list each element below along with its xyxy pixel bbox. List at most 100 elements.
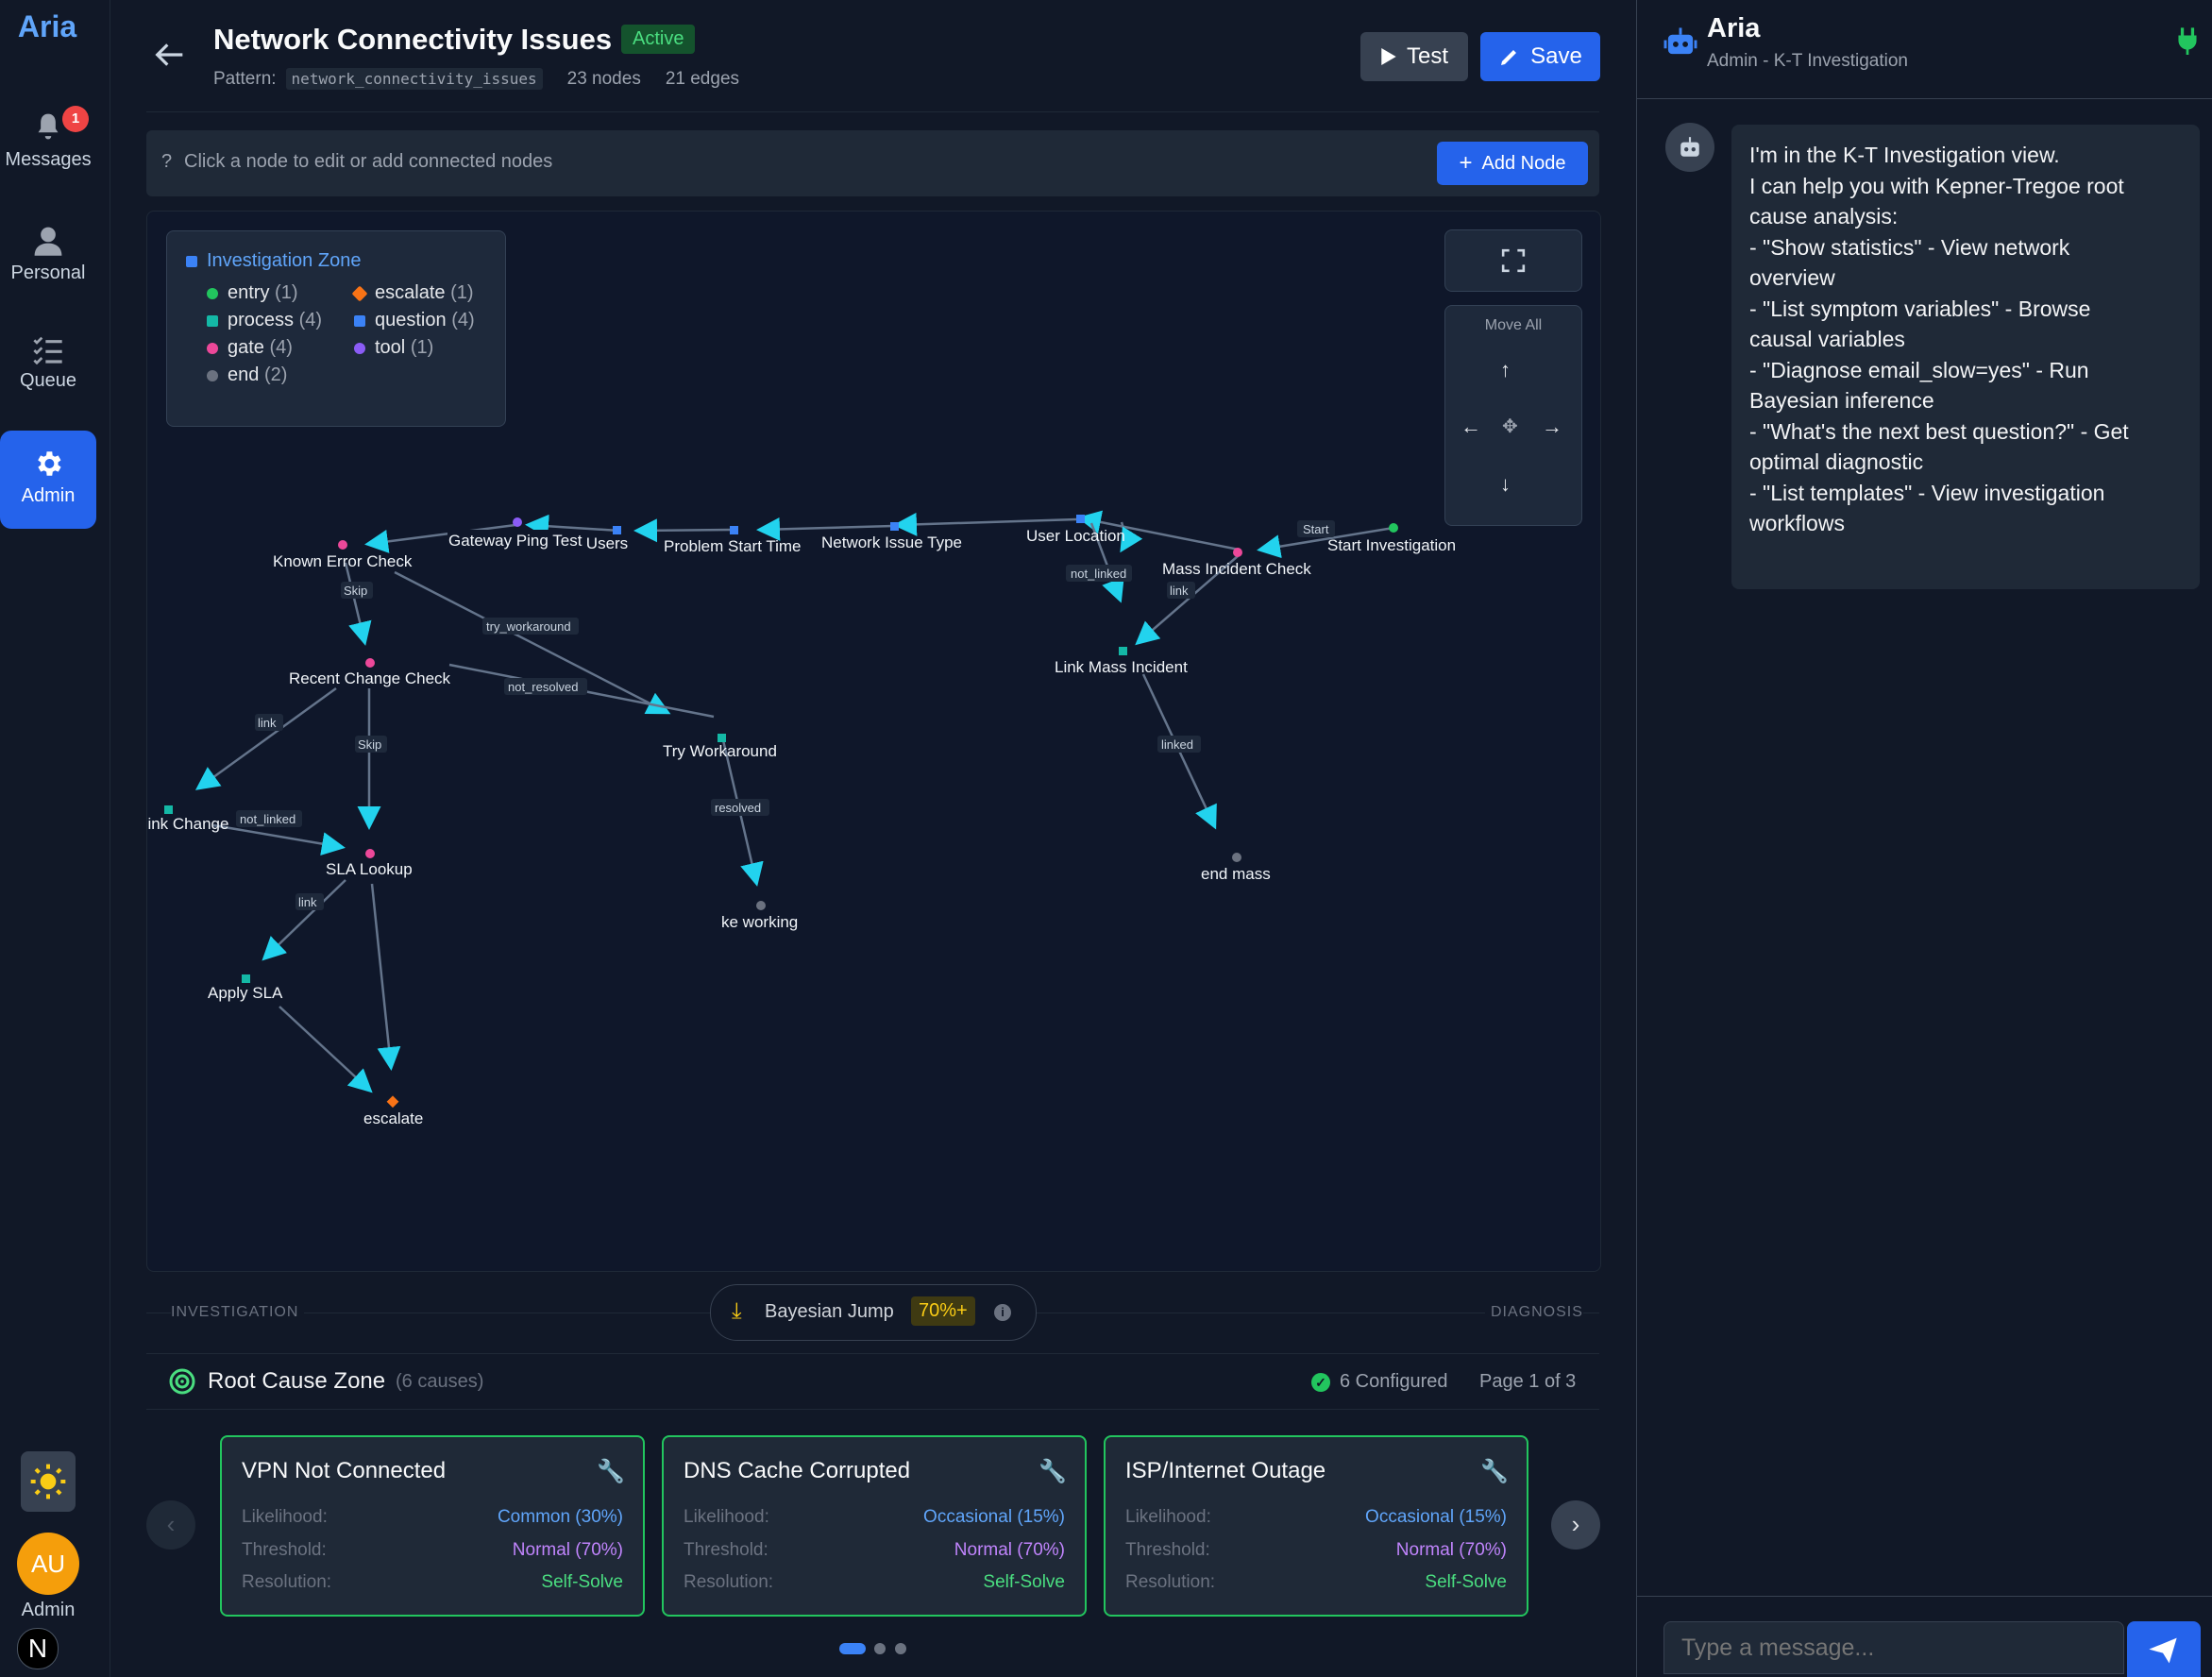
wrench-icon[interactable]: 🔧 [597, 1459, 625, 1484]
pagination-dot[interactable] [874, 1643, 886, 1654]
diagnosis-label: DIAGNOSIS [1485, 1304, 1583, 1321]
nav-queue[interactable]: Queue [0, 336, 96, 392]
legend: Investigation Zone entry (1) escalate (1… [166, 230, 506, 427]
legend-item-question: question (4) [354, 310, 475, 331]
add-node-button[interactable]: + Add Node [1437, 142, 1588, 185]
card-title: VPN Not Connected [242, 1458, 447, 1483]
graph-node[interactable]: Apply SLA [208, 974, 283, 1002]
edge-known-recent [344, 562, 372, 646]
edge-sla-escalate [370, 883, 401, 1071]
next-page-button[interactable]: › [1551, 1500, 1600, 1550]
brand-logo[interactable]: Aria [17, 9, 77, 43]
graph-node[interactable]: Link Change [147, 805, 228, 833]
graph-node[interactable]: Gateway Ping Test [447, 517, 585, 552]
graph-node[interactable]: Problem Start Time [664, 526, 802, 555]
message-line: causal variables [1749, 327, 1905, 351]
graph-node[interactable]: escalate [363, 1095, 423, 1127]
threshold-value: Normal (70%) [1395, 1540, 1507, 1560]
avatar[interactable]: AU [17, 1533, 79, 1595]
pagination-dot[interactable] [895, 1643, 906, 1654]
graph-node[interactable]: User Location [1026, 515, 1125, 545]
move-down-button[interactable]: ↓ [1500, 472, 1511, 496]
wrench-icon[interactable]: 🔧 [1480, 1459, 1509, 1484]
graph-node[interactable]: Try Workaround [663, 734, 777, 760]
move-right-button[interactable]: → [1542, 415, 1562, 438]
nav-personal[interactable]: Personal [0, 225, 96, 284]
test-button-label: Test [1406, 43, 1448, 69]
hint-bar: ? Click a node to edit or add connected … [146, 130, 1599, 196]
play-icon [1381, 48, 1396, 65]
pattern-value: network_connectivity_issues [285, 68, 543, 90]
graph-node[interactable]: Start Investigation [1327, 523, 1456, 554]
pagination-dot-active[interactable] [839, 1643, 866, 1654]
move-up-button[interactable]: ↑ [1500, 358, 1511, 381]
edge-label: try_workaround [486, 619, 571, 634]
graph-node[interactable]: ke working [721, 901, 798, 931]
edge-user-mass-hook [1120, 521, 1143, 553]
graph-node[interactable]: Network Issue Type [821, 522, 962, 551]
message-line: optimal diagnostic [1749, 449, 1924, 474]
chat-input[interactable] [1663, 1621, 2124, 1674]
robot-icon [1663, 27, 1697, 55]
edge-affected-gateway [525, 514, 620, 538]
plug-icon[interactable] [2177, 26, 2198, 55]
likelihood-value: Occasional (15%) [1365, 1507, 1507, 1527]
nav-messages-label: Messages [5, 149, 92, 170]
graph-node[interactable]: SLA Lookup [326, 849, 413, 878]
send-button[interactable] [2127, 1621, 2201, 1677]
message-line: I'm in the K-T Investigation view. [1749, 143, 2060, 167]
edge-mass-user [1077, 510, 1240, 551]
graph-edge-labels: Start not_linked link linked Skip try_wo… [236, 520, 1335, 910]
graph-svg: Start not_linked link linked Skip try_wo… [147, 510, 1456, 1127]
message-body: I'm in the K-T Investigation view. I can… [1749, 140, 2129, 539]
save-button[interactable]: Save [1480, 32, 1600, 81]
edge-apply-escalate [279, 1006, 373, 1093]
left-nav: Aria Messages 1 Personal Queue Admin AU … [0, 0, 110, 1677]
threshold-label: Threshold: [242, 1540, 327, 1560]
graph-node[interactable]: Known Error Check [273, 540, 413, 570]
graph-node[interactable]: Link Mass Incident [1055, 647, 1188, 676]
likelihood-value: Occasional (15%) [923, 1507, 1065, 1527]
info-icon[interactable]: i [994, 1304, 1011, 1321]
chat-input-divider [1637, 1596, 2212, 1597]
svg-text:Try Workaround: Try Workaround [663, 742, 777, 760]
move-center-icon[interactable]: ✥ [1502, 416, 1518, 437]
threshold-value: Normal (70%) [954, 1540, 1065, 1560]
edge-label: link [298, 895, 317, 909]
root-cause-card[interactable]: VPN Not Connected 🔧 Likelihood: Common (… [220, 1435, 645, 1617]
sun-icon [30, 1464, 66, 1499]
prev-page-button[interactable]: ‹ [146, 1500, 195, 1550]
chat-title: Aria [1707, 13, 1761, 43]
graph-nodes[interactable]: Start Investigation Mass Incident Check … [147, 515, 1456, 1127]
fullscreen-button[interactable] [1444, 229, 1582, 292]
card-title: DNS Cache Corrupted [684, 1458, 911, 1483]
graph-node[interactable]: Mass Incident Check [1162, 548, 1311, 578]
test-button[interactable]: Test [1360, 32, 1468, 81]
nav-messages[interactable]: Messages 1 [0, 106, 96, 171]
back-button[interactable] [155, 42, 185, 73]
root-zone-top-line [146, 1353, 1599, 1354]
pencil-icon [1501, 50, 1517, 65]
likelihood-value: Common (30%) [497, 1507, 623, 1527]
graph-node[interactable]: end mass [1201, 853, 1271, 883]
move-left-button[interactable]: ← [1461, 415, 1481, 438]
root-cause-card[interactable]: ISP/Internet Outage 🔧 Likelihood: Occasi… [1104, 1435, 1528, 1617]
robot-icon [1680, 137, 1699, 157]
bottom-logo: N [17, 1628, 59, 1669]
graph-node[interactable]: Recent Change Check [289, 658, 451, 687]
message-line: cause analysis: [1749, 204, 1899, 229]
edge-gateway-known [364, 523, 516, 553]
bayesian-jump-pill[interactable]: ⤓ Bayesian Jump 70%+ i [710, 1284, 1037, 1341]
bell-icon [38, 113, 59, 140]
root-cause-card[interactable]: DNS Cache Corrupted 🔧 Likelihood: Occasi… [662, 1435, 1087, 1617]
message-line: - "Show statistics" - View network [1749, 234, 2070, 260]
edges-count: 21 edges [665, 68, 740, 89]
chat-subtitle: Admin - K-T Investigation [1707, 51, 1908, 71]
theme-toggle-button[interactable] [21, 1451, 76, 1512]
nav-admin[interactable]: Admin [0, 431, 96, 529]
wrench-icon[interactable]: 🔧 [1038, 1459, 1067, 1484]
message-line: overview [1749, 265, 1835, 290]
check-circle-icon: ✓ [1311, 1372, 1330, 1392]
graph-canvas[interactable]: Investigation Zone entry (1) escalate (1… [146, 211, 1601, 1272]
svg-text:Link Change: Link Change [147, 815, 228, 833]
